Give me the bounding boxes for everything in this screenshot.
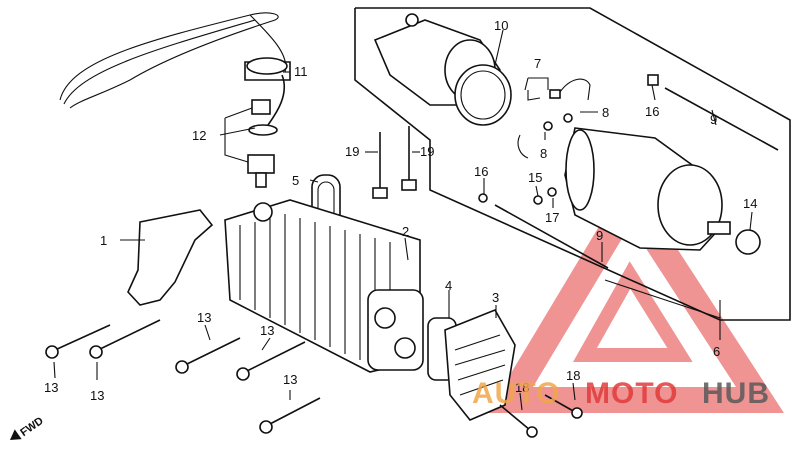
label-9b: 9 xyxy=(596,228,603,243)
label-2: 2 xyxy=(402,224,409,239)
fwd-indicator: FWD xyxy=(10,415,46,440)
watermark-text: AUTO MOTO HUB xyxy=(472,377,770,410)
label-13a: 13 xyxy=(197,310,211,325)
part-labels: 1 2 3 4 5 6 7 8 8 9 9 10 11 12 13 13 13 … xyxy=(44,18,757,403)
label-13c: 13 xyxy=(283,372,297,387)
label-9a: 9 xyxy=(710,112,717,127)
starter-motor xyxy=(564,127,731,251)
watermark-part3: HUB xyxy=(702,377,770,410)
label-13b: 13 xyxy=(260,323,274,338)
label-14: 14 xyxy=(743,196,757,211)
label-8a: 8 xyxy=(602,105,609,120)
label-11: 11 xyxy=(294,64,308,79)
label-18b: 18 xyxy=(566,368,580,383)
watermark-part2: MOTO xyxy=(585,377,678,410)
brush-parts xyxy=(517,78,591,159)
o-ring-14 xyxy=(735,229,761,255)
label-16a: 16 xyxy=(645,104,659,119)
sender-part xyxy=(247,99,278,188)
label-17: 17 xyxy=(545,210,559,225)
bolt-19 xyxy=(372,126,417,199)
label-5: 5 xyxy=(292,173,299,188)
label-8b: 8 xyxy=(540,146,547,161)
label-7: 7 xyxy=(534,56,541,71)
label-13e: 13 xyxy=(90,388,104,403)
cover-3 xyxy=(444,308,516,421)
housing-10 xyxy=(373,13,512,126)
label-19b: 19 xyxy=(420,144,434,159)
label-19a: 19 xyxy=(345,144,359,159)
watermark-part1: AUTO xyxy=(472,377,560,410)
label-3: 3 xyxy=(492,290,499,305)
label-16b: 16 xyxy=(474,164,488,179)
rod-9-upper xyxy=(664,87,779,151)
bolt-18 xyxy=(499,394,583,438)
label-13d: 13 xyxy=(44,380,58,395)
label-18a: 18 xyxy=(515,380,529,395)
bolt-13 xyxy=(45,319,321,434)
rod-9-lower xyxy=(494,204,609,269)
motor-body xyxy=(224,199,424,373)
leader-lines xyxy=(53,29,753,411)
cable-lead xyxy=(59,12,291,126)
label-6: 6 xyxy=(713,344,720,359)
watermark-logo xyxy=(487,175,784,413)
bracket-1 xyxy=(127,209,214,306)
label-1: 1 xyxy=(100,233,107,248)
label-4: 4 xyxy=(445,278,452,293)
label-12: 12 xyxy=(192,128,206,143)
label-10: 10 xyxy=(494,18,508,33)
label-15: 15 xyxy=(528,170,542,185)
fwd-label: FWD xyxy=(18,415,45,439)
